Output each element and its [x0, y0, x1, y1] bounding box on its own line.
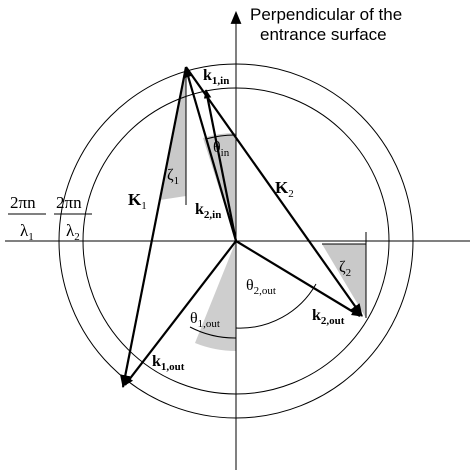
- zeta2-sector-visible: [322, 244, 366, 318]
- axis-caption-line1: Perpendicular of the: [250, 5, 402, 24]
- vector-k2-in: [203, 89, 238, 242]
- svg-text:λ1: λ1: [20, 221, 34, 243]
- svg-text:2πn: 2πn: [56, 193, 82, 212]
- label-theta2-out: θ2,out: [246, 277, 276, 297]
- label-k2-out: k2,out: [312, 307, 345, 327]
- axis-caption-line2: entrance surface: [260, 25, 387, 44]
- label-theta-in: θin: [213, 139, 230, 159]
- label-K2: K2: [275, 178, 294, 200]
- vector-k1-out: [124, 240, 237, 386]
- svg-text:2πn: 2πn: [10, 193, 36, 212]
- vector-k1-in: [184, 68, 238, 242]
- outer-radius-label: 2πn λ1: [8, 193, 46, 243]
- label-k2-in: k2,in: [195, 201, 221, 221]
- label-k1-in: k1,in: [203, 67, 229, 87]
- theta1-out-arc: [189, 326, 237, 339]
- label-K1: K1: [128, 190, 147, 212]
- vector-K2: [185, 66, 363, 317]
- vector-K1: [119, 66, 188, 389]
- label-theta1-out: θ1,out: [190, 310, 220, 330]
- theta1-out-sector: [195, 241, 236, 351]
- label-zeta2: ζ2: [339, 259, 351, 279]
- label-k1-out: k1,out: [152, 353, 185, 373]
- label-zeta1: ζ1: [167, 167, 179, 187]
- vector-k2-out: [235, 240, 361, 317]
- theta2-out-arc: [235, 283, 317, 329]
- svg-text:λ2: λ2: [66, 221, 80, 243]
- inner-radius-label: 2πn λ2: [54, 193, 92, 243]
